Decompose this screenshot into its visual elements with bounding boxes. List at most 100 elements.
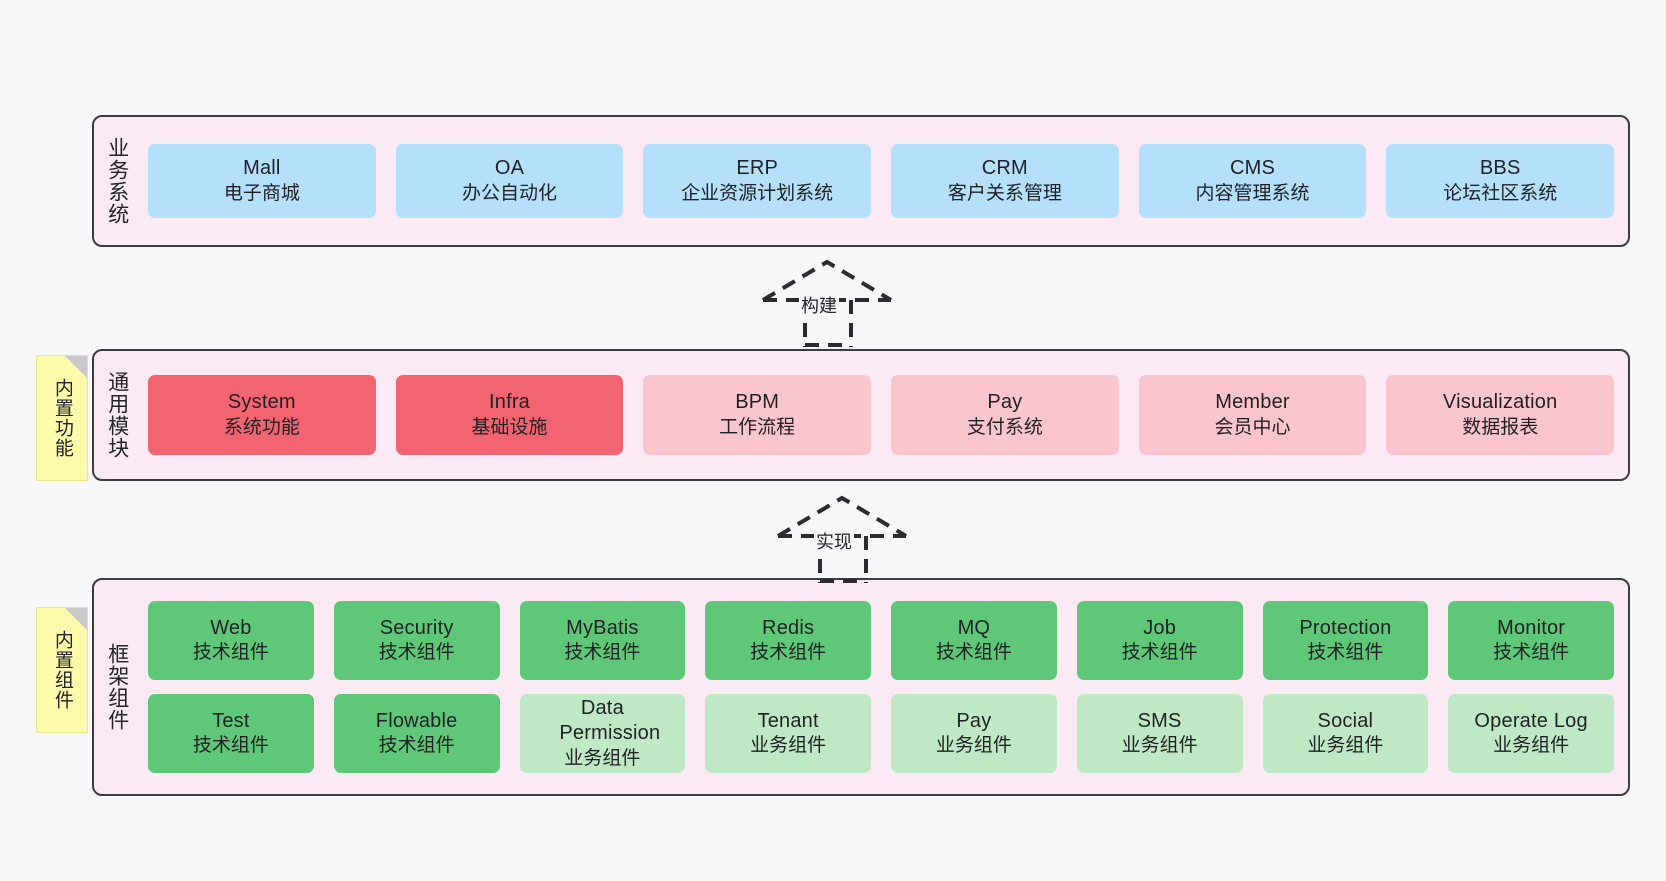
node-mybatis[interactable]: MyBatis 技术组件 (519, 601, 686, 680)
node-protection[interactable]: Protection 技术组件 (1262, 601, 1429, 680)
node-row: Web 技术组件 Security 技术组件 MyBatis 技术组件 Redi… (148, 601, 1614, 680)
node-subtitle: 技术组件 (1121, 642, 1198, 664)
connector-implement: 实现 (770, 488, 920, 583)
node-oa[interactable]: OA 办公自动化 (395, 144, 624, 218)
node-job[interactable]: Job 技术组件 (1076, 601, 1243, 680)
node-title: Flowable (375, 709, 458, 732)
node-subtitle: 企业资源计划系统 (681, 182, 834, 204)
node-title: CRM (981, 157, 1028, 180)
node-title: Pay (956, 709, 992, 732)
node-subtitle: 技术组件 (750, 642, 827, 664)
node-subtitle: 技术组件 (935, 642, 1012, 664)
node-subtitle: 电子商城 (223, 182, 300, 204)
node-title: BPM (735, 391, 780, 414)
node-subtitle: 业务组件 (1121, 735, 1198, 757)
sticky-note-text: 内置组件 (51, 630, 73, 710)
node-mq[interactable]: MQ 技术组件 (891, 601, 1057, 680)
connector-build: 构建 (755, 252, 905, 347)
sticky-fold-corner-icon (65, 356, 87, 378)
node-erp[interactable]: ERP 企业资源计划系统 (643, 144, 872, 218)
layer-body-framework-components: Web 技术组件 Security 技术组件 MyBatis 技术组件 Redi… (140, 580, 1628, 794)
layer-common-modules[interactable]: 通用模块 System 系统功能 Infra 基础设施 BPM 工作流程 Pay… (92, 349, 1630, 481)
node-title: Social (1317, 709, 1374, 732)
layer-title-framework-components: 框架组件 (105, 643, 129, 731)
node-subtitle: 技术组件 (192, 735, 269, 757)
node-subtitle: 支付系统 (966, 416, 1043, 438)
node-tenant[interactable]: Tenant 业务组件 (705, 694, 871, 773)
node-subtitle: 工作流程 (719, 416, 796, 438)
node-data-permission[interactable]: Data Permission 业务组件 (519, 694, 686, 773)
node-title: SMS (1137, 709, 1182, 732)
node-subtitle: 技术组件 (378, 642, 455, 664)
node-title: System (227, 391, 296, 414)
node-monitor[interactable]: Monitor 技术组件 (1448, 601, 1614, 680)
node-subtitle: 数据报表 (1462, 416, 1539, 438)
node-title: Pay (987, 391, 1023, 414)
connector-build-label: 构建 (799, 292, 839, 318)
node-title: Protection (1299, 616, 1392, 639)
node-operate-log[interactable]: Operate Log 业务组件 (1448, 694, 1614, 773)
sticky-note-builtin-components[interactable]: 内置组件 (36, 607, 88, 733)
node-subtitle: 内容管理系统 (1195, 182, 1310, 204)
node-title: BBS (1479, 157, 1521, 180)
node-subtitle: 业务组件 (750, 735, 827, 757)
node-bbs[interactable]: BBS 论坛社区系统 (1386, 144, 1615, 218)
sticky-note-builtin-features[interactable]: 内置功能 (36, 355, 88, 481)
node-title: CMS (1230, 157, 1276, 180)
node-subtitle: 技术组件 (1307, 642, 1384, 664)
node-subtitle: 论坛社区系统 (1443, 182, 1558, 204)
node-subtitle: 技术组件 (1493, 642, 1570, 664)
node-title: MQ (957, 616, 991, 639)
node-cms[interactable]: CMS 内容管理系统 (1138, 144, 1367, 218)
node-visualization[interactable]: Visualization 数据报表 (1386, 375, 1615, 455)
node-pay-component[interactable]: Pay 业务组件 (891, 694, 1057, 773)
node-subtitle: 技术组件 (192, 642, 269, 664)
node-subtitle: 业务组件 (1307, 735, 1384, 757)
node-infra[interactable]: Infra 基础设施 (395, 375, 624, 455)
node-flowable[interactable]: Flowable 技术组件 (333, 694, 500, 773)
node-title: Mall (243, 157, 281, 180)
node-system[interactable]: System 系统功能 (148, 375, 376, 455)
node-subtitle: 业务组件 (935, 735, 1012, 757)
node-title: Test (212, 709, 250, 732)
layer-business-systems[interactable]: 业务系统 Mall 电子商城 OA 办公自动化 ERP 企业资源计划系统 CRM… (92, 115, 1630, 247)
layer-body-business: Mall 电子商城 OA 办公自动化 ERP 企业资源计划系统 CRM 客户关系… (140, 117, 1628, 245)
node-security[interactable]: Security 技术组件 (333, 601, 500, 680)
node-subtitle: 业务组件 (1493, 735, 1570, 757)
node-title: Web (210, 616, 252, 639)
node-row: System 系统功能 Infra 基础设施 BPM 工作流程 Pay 支付系统… (148, 375, 1615, 455)
node-subtitle: 办公自动化 (462, 182, 558, 204)
node-title: Security (379, 616, 454, 639)
node-subtitle: 业务组件 (564, 747, 641, 769)
node-redis[interactable]: Redis 技术组件 (705, 601, 871, 680)
node-test[interactable]: Test 技术组件 (148, 694, 314, 773)
node-subtitle: 客户关系管理 (947, 182, 1062, 204)
node-subtitle: 系统功能 (223, 416, 300, 438)
layer-framework-components[interactable]: 框架组件 Web 技术组件 Security 技术组件 MyBatis 技术组件… (92, 578, 1630, 796)
node-title: Data Permission (559, 696, 661, 745)
sticky-fold-corner-icon (65, 608, 87, 630)
layer-title-business: 业务系统 (105, 137, 129, 225)
node-row: Test 技术组件 Flowable 技术组件 Data Permission … (148, 694, 1614, 773)
node-subtitle: 技术组件 (564, 642, 641, 664)
node-bpm[interactable]: BPM 工作流程 (643, 375, 872, 455)
node-mall[interactable]: Mall 电子商城 (148, 144, 376, 218)
node-pay-module[interactable]: Pay 支付系统 (891, 375, 1119, 455)
layer-body-common-modules: System 系统功能 Infra 基础设施 BPM 工作流程 Pay 支付系统… (140, 351, 1628, 479)
node-member[interactable]: Member 会员中心 (1138, 375, 1367, 455)
node-title: Member (1215, 391, 1290, 414)
node-title: Tenant (757, 709, 819, 732)
node-web[interactable]: Web 技术组件 (148, 601, 314, 680)
layer-title-common-modules: 通用模块 (105, 371, 129, 459)
node-sms[interactable]: SMS 业务组件 (1076, 694, 1243, 773)
node-row: Mall 电子商城 OA 办公自动化 ERP 企业资源计划系统 CRM 客户关系… (148, 144, 1615, 218)
node-subtitle: 会员中心 (1214, 416, 1291, 438)
node-title: Redis (762, 616, 815, 639)
node-subtitle: 技术组件 (378, 735, 455, 757)
node-title: Visualization (1442, 391, 1558, 414)
node-title: Job (1143, 616, 1177, 639)
node-social[interactable]: Social 业务组件 (1262, 694, 1429, 773)
node-crm[interactable]: CRM 客户关系管理 (891, 144, 1119, 218)
node-title: ERP (736, 157, 779, 180)
